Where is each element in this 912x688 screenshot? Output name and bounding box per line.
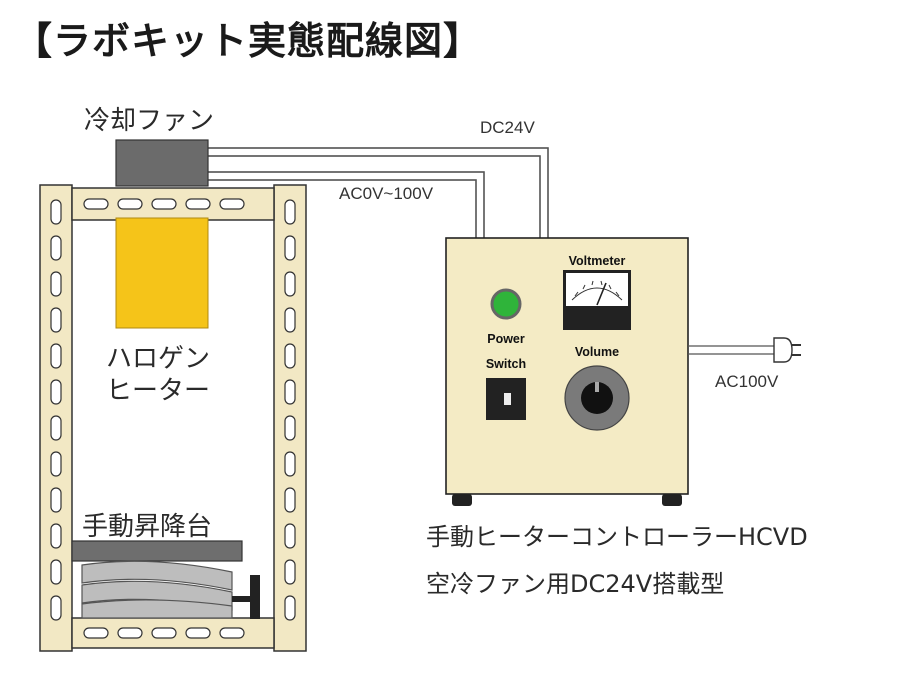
controller-name-line1: 手動ヒーターコントローラーHCVD — [426, 523, 808, 551]
lift-stage — [71, 540, 260, 619]
halogen-heater — [115, 217, 209, 329]
ac-input-cable — [688, 337, 801, 363]
cooling-fan — [115, 139, 209, 187]
lift-label: 手動昇降台 — [82, 512, 213, 542]
volume-label: Volume — [574, 345, 620, 359]
power-plug-icon — [773, 337, 793, 363]
rack-frame — [39, 184, 307, 652]
power-led — [490, 288, 522, 320]
power-label: Power — [487, 332, 525, 346]
controller-box — [445, 237, 689, 506]
heater-label-2: ヒーター — [106, 376, 211, 406]
heater-label-1: ハロゲン — [106, 344, 211, 374]
dc-voltage-label: DC24V — [480, 118, 535, 137]
ac-input-label: AC100V — [715, 372, 779, 391]
ac-range-label: AC0V~100V — [339, 184, 434, 203]
rack-slots — [50, 198, 296, 639]
page-title: 【ラボキット実態配線図】 — [14, 19, 483, 63]
controller-name-line2: 空冷ファン用DC24V搭載型 — [426, 570, 725, 598]
voltmeter-label: Voltmeter — [568, 254, 626, 268]
switch-label: Switch — [485, 357, 527, 371]
fan-label: 冷却ファン — [84, 106, 215, 136]
